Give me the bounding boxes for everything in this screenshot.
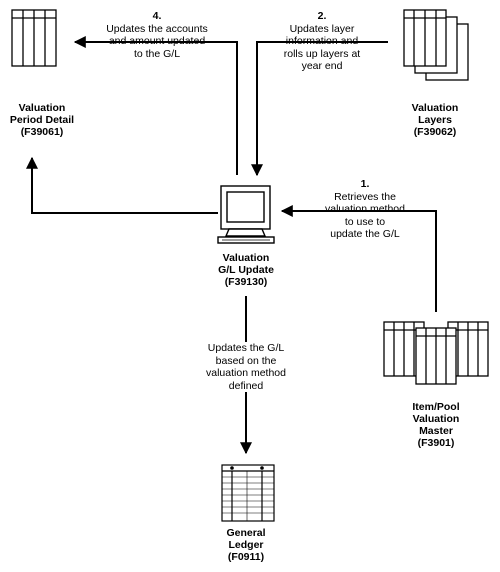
connectors (26, 36, 437, 455)
arrow-step-1 (280, 205, 437, 312)
step-4-label: 4. Updates the accounts and amount updat… (106, 10, 208, 60)
period-detail-document-icon (11, 9, 57, 67)
master-documents-icon (383, 321, 489, 385)
layers-caption: Valuation Layers (F39062) (411, 102, 459, 138)
step-3-label: Updates the G/L based on the valuation m… (186, 342, 306, 392)
arrow-step-4 (73, 36, 238, 175)
ledger-caption: General Ledger (F0911) (226, 527, 266, 563)
arrow-to-period-detail (26, 156, 218, 214)
computer-monitor-icon (217, 185, 275, 244)
gl-update-caption: Valuation G/L Update (F39130) (218, 252, 274, 288)
master-caption: Item/Pool Valuation Master (F3901) (412, 401, 460, 449)
ledger-spreadsheet-icon (221, 464, 275, 522)
step-2-label: 2. Updates layer information and rolls u… (283, 10, 361, 72)
step-1-label: 1. Retrieves the valuation method to use… (325, 178, 405, 240)
arrow-step-2 (251, 41, 388, 177)
layers-documents-icon (403, 9, 469, 81)
period-detail-caption: Valuation Period Detail (F39061) (9, 102, 75, 138)
